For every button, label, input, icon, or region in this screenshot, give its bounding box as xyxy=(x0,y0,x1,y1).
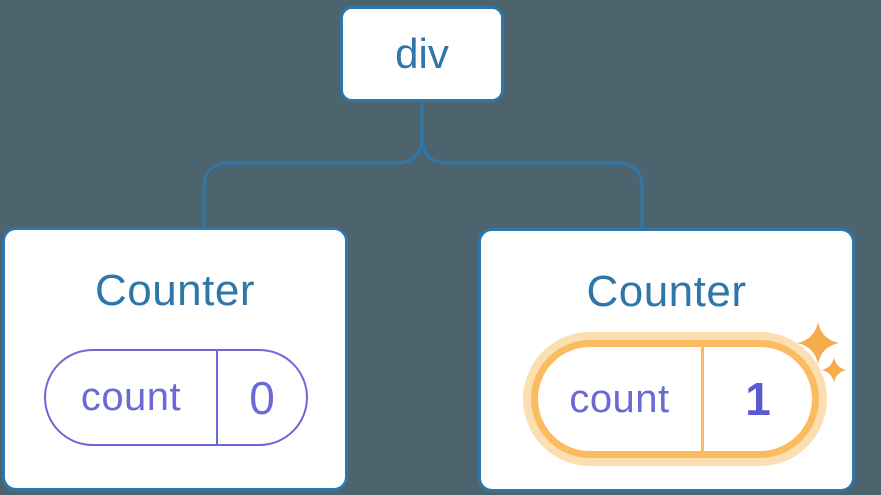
sparkle-small-icon xyxy=(821,357,847,383)
state-value: 1 xyxy=(745,373,771,425)
connector-right-branch xyxy=(420,102,644,228)
counter-card-right: Counter count 1 xyxy=(478,228,855,492)
state-key-label: count xyxy=(538,347,704,451)
state-value: 0 xyxy=(249,371,275,424)
counter-card-left: Counter count 0 xyxy=(2,227,348,491)
sparkle-icon xyxy=(797,322,847,383)
state-key-label: count xyxy=(46,351,218,444)
state-pill-highlight-glow: count 1 xyxy=(523,332,827,466)
component-title: Counter xyxy=(94,266,256,315)
root-node-div: div xyxy=(340,6,504,102)
state-pill: count 0 xyxy=(44,349,308,446)
sparkle-large-icon xyxy=(797,322,839,364)
connector-left-branch xyxy=(202,102,424,227)
root-node-label: div xyxy=(395,30,449,77)
state-pill-highlighted: count 1 xyxy=(531,340,819,458)
component-title: Counter xyxy=(586,267,747,316)
